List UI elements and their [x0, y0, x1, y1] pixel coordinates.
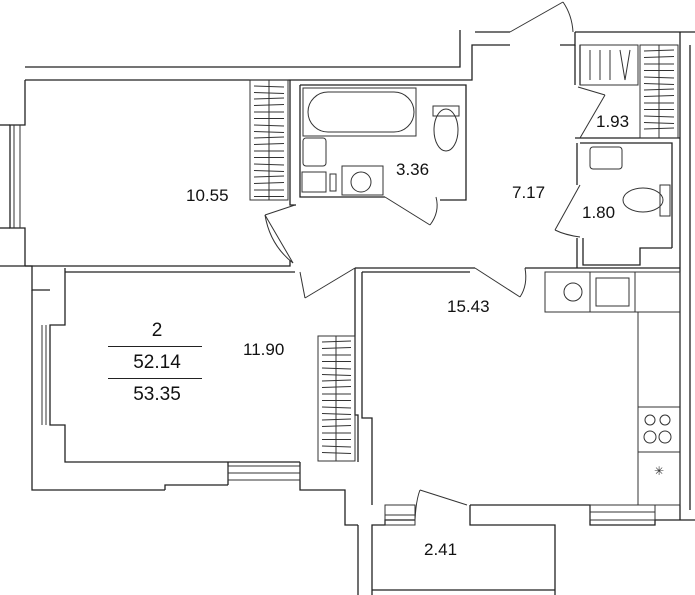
wardrobe-hatch-line [321, 406, 352, 409]
living-area: 52.14 [133, 352, 181, 373]
wardrobe-hatch-line [321, 418, 352, 421]
wardrobes [249, 44, 679, 462]
wardrobe-hatch-line [321, 452, 352, 454]
room-area-kitchen-living: 15.43 [447, 297, 490, 316]
wardrobe-hatch-line [321, 340, 352, 343]
sink-bathroom [302, 137, 327, 167]
wardrobe-hatch-line [643, 83, 675, 85]
wardrobe-hatch-line [643, 95, 675, 97]
svg-text:✳: ✳ [654, 464, 664, 478]
wardrobe-hatch-line [643, 49, 675, 52]
divider [108, 378, 202, 379]
room-count: 2 [151, 320, 163, 341]
wardrobe-hatch-line [643, 115, 675, 118]
wardrobe-hatch-line [253, 175, 285, 178]
wardrobe-hatch-line [321, 445, 352, 448]
washing-machine [301, 165, 384, 196]
wardrobe-hatch-line [253, 97, 285, 100]
wardrobe-hatch-line [253, 124, 285, 127]
divider [108, 346, 202, 347]
wardrobe-hatch-line [253, 104, 285, 106]
sink-wc [589, 146, 623, 170]
wardrobe-hatch-line [253, 131, 285, 133]
wardrobe-hatch-line [253, 136, 285, 139]
wardrobe-hatch-line [253, 170, 285, 172]
wardrobe-hatch-line [321, 379, 352, 382]
wardrobe-hatch-line [321, 367, 352, 370]
wardrobe-hatch-line [321, 374, 352, 376]
room-area-closet: 1.93 [596, 112, 630, 131]
toilet-wc [622, 184, 671, 217]
room-area-bedroom-2: 11.90 [243, 340, 285, 359]
room-area-bathroom: 3.36 [396, 160, 430, 179]
total-area: 53.35 [133, 384, 181, 405]
bathtub [302, 87, 417, 137]
wardrobe-hatch-line [643, 122, 675, 124]
room-area-hall: 7.17 [512, 183, 546, 202]
wardrobe-hatch-line [321, 425, 352, 427]
wardrobe-hatch-line [321, 413, 352, 415]
wardrobe-hatch-line [253, 163, 285, 166]
room-area-balcony: 2.41 [424, 540, 458, 559]
room-area-wc: 1.80 [582, 203, 616, 222]
wardrobe-hatch-line [321, 386, 352, 388]
wardrobe-hatch-line [253, 182, 285, 184]
doors [264, 1, 606, 521]
wardrobe-hatch-line [643, 127, 675, 130]
toilet-bathroom [432, 105, 460, 152]
windows [13, 125, 656, 526]
wardrobe-hatch-line [253, 92, 285, 94]
room-area-bedroom-1: 10.55 [186, 186, 229, 205]
wardrobe-hatch-line [643, 56, 675, 58]
wardrobe-hatch-line [643, 88, 675, 91]
interior-walls [25, 32, 680, 505]
wardrobe-hatch-line [321, 347, 352, 349]
wardrobe-hatch-line [643, 76, 675, 79]
wardrobe-hatch-line [253, 85, 285, 88]
wardrobe-hatch-line [253, 143, 285, 145]
kitchen-units: ✳ [544, 271, 681, 506]
